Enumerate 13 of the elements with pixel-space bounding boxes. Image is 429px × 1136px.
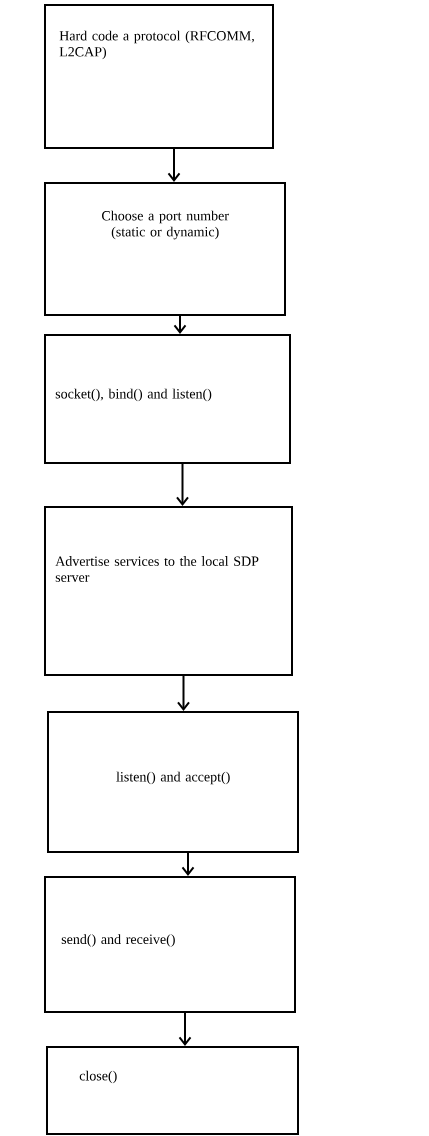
process-box: listen() and accept() <box>47 711 299 853</box>
arrow <box>181 852 195 876</box>
process-box: socket(), bind() and listen() <box>44 334 291 464</box>
process-box: send() and receive() <box>44 876 296 1013</box>
arrow <box>177 675 190 711</box>
process-box: close() <box>46 1046 299 1135</box>
arrow <box>176 463 189 506</box>
process-box: Choose a port number (static or dynamic) <box>44 182 286 316</box>
arrow <box>178 1012 192 1046</box>
process-box: Advertise services to the local SDP server <box>44 506 293 676</box>
arrow <box>167 148 181 182</box>
arrow <box>173 315 187 334</box>
process-box: Hard code a protocol (RFCOMM, L2CAP) <box>44 4 274 149</box>
